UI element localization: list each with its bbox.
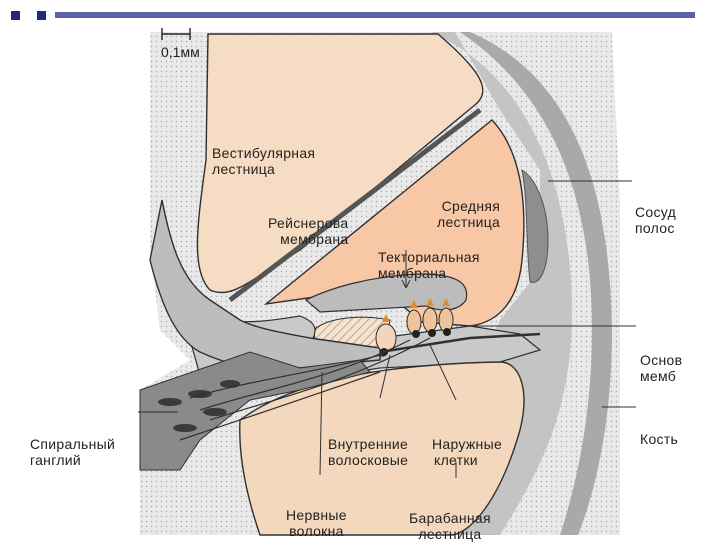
label-bone: Кость bbox=[640, 399, 678, 463]
scale-label: 0,1мм bbox=[161, 44, 200, 60]
outer-hair-cells bbox=[407, 298, 453, 338]
